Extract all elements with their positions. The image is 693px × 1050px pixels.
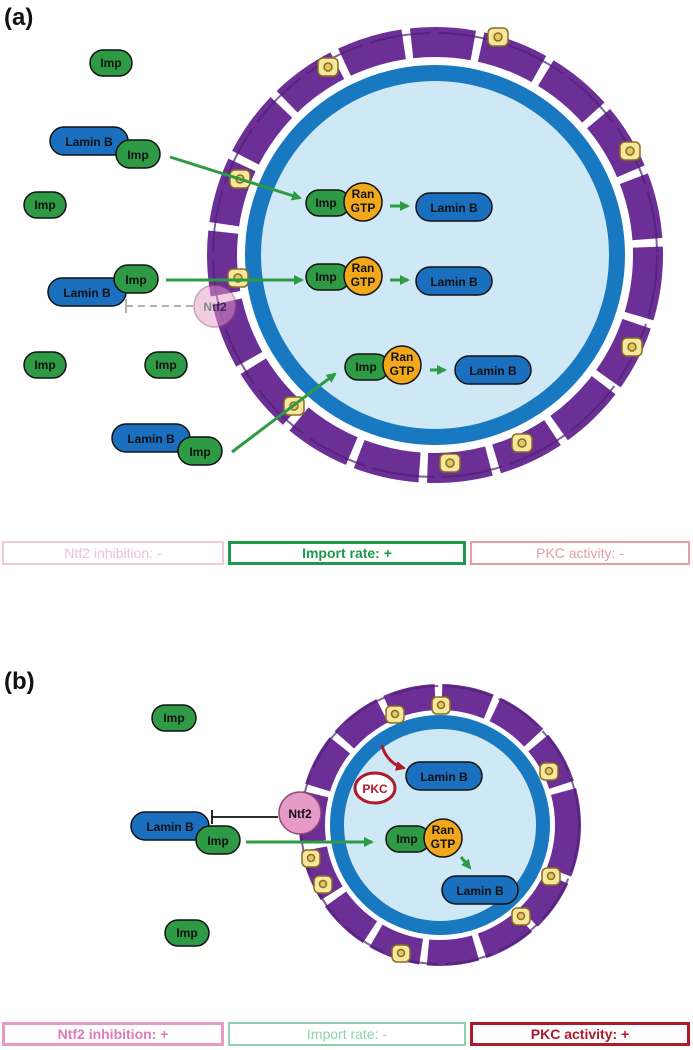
nuclear-pore: [317, 57, 339, 77]
nuclear-envelope-a: [207, 27, 663, 483]
nuclear-pores-a: [227, 27, 643, 473]
nuclear-pore: [511, 907, 531, 926]
ran-label: Ran: [352, 187, 375, 201]
ntf2-inhibition-status-a: Ntf2 inhibition: -: [2, 541, 224, 565]
gtp-label: GTP: [431, 837, 456, 851]
lamin-b: Lamin B: [415, 192, 493, 222]
nuclear-pore: [301, 849, 321, 868]
importin-label: Imp: [34, 198, 55, 212]
nuclear-pore: [313, 875, 333, 894]
nuclear-pore: [621, 337, 643, 357]
lamin-b: Lamin B: [405, 761, 483, 791]
lamin-b-importin-complex: Lamin B Imp: [111, 423, 223, 466]
importin: Imp: [144, 351, 188, 379]
import-arrow: [169, 155, 302, 201]
imp-ran-gtp-complex: Imp Ran GTP: [385, 818, 463, 858]
pkc-label: PKC: [362, 782, 388, 796]
panel-a-label: (a): [4, 4, 34, 31]
ntf2-faded: Ntf2: [193, 284, 237, 328]
lamin-b-label: Lamin B: [456, 884, 504, 898]
pkc-activity-status-b: PKC activity: +: [470, 1022, 690, 1046]
imp-ran-gtp-complex: Imp Ran GTP: [344, 345, 422, 385]
import-rate-status-a: Import rate: +: [228, 541, 466, 565]
nuclear-pore: [439, 453, 461, 473]
nuclear-pore: [385, 705, 405, 724]
ntf2: Ntf2: [278, 791, 322, 835]
lamin-b-importin-complex: Lamin B Imp: [47, 264, 159, 307]
nuclear-pore: [541, 867, 561, 886]
lamin-b-label: Lamin B: [65, 135, 113, 149]
nuclear-pore: [539, 762, 559, 781]
import-rate-status-b: Import rate: -: [228, 1022, 466, 1046]
lamin-b-label: Lamin B: [127, 432, 175, 446]
lamin-b-label: Lamin B: [430, 275, 478, 289]
panel-b-label: (b): [4, 668, 35, 695]
gtp-label: GTP: [351, 275, 376, 289]
gtp-label: GTP: [351, 201, 376, 215]
nuclear-pore: [227, 268, 249, 288]
nuclear-pore: [511, 433, 533, 453]
nuclear-pore: [487, 27, 509, 47]
importin: Imp: [151, 704, 197, 732]
importin-label: Imp: [155, 358, 176, 372]
pkc-arrow: [380, 744, 406, 771]
importin: Imp: [164, 919, 210, 947]
ran-label: Ran: [391, 350, 414, 364]
panel-b: Imp Imp Lamin B Imp Ntf2 PKC: [130, 684, 581, 966]
lamin-b-label: Lamin B: [469, 364, 517, 378]
lamin-b-label: Lamin B: [146, 820, 194, 834]
importin-label: Imp: [315, 270, 336, 284]
lamin-b: Lamin B: [454, 355, 532, 385]
panel-a: Imp Imp Imp Imp Lamin B Imp Lamin B Imp: [23, 27, 663, 483]
importin-label: Imp: [125, 273, 146, 287]
lamin-b: Lamin B: [441, 875, 519, 905]
ran-label: Ran: [432, 823, 455, 837]
importin-label: Imp: [355, 360, 376, 374]
importin-label: Imp: [163, 711, 184, 725]
release-arrow: [459, 856, 472, 870]
ran-label: Ran: [352, 261, 375, 275]
importin: Imp: [89, 49, 133, 77]
lamin-b: Lamin B: [415, 266, 493, 296]
importin-label: Imp: [34, 358, 55, 372]
pkc-activity-status-a: PKC activity: -: [470, 541, 690, 565]
nuclear-pore: [391, 944, 411, 963]
lamin-b-label: Lamin B: [420, 770, 468, 784]
import-arrows-a: [166, 155, 337, 454]
nuclear-pores-b: [301, 696, 561, 963]
ntf2-label: Ntf2: [288, 807, 312, 821]
gtp-label: GTP: [390, 364, 415, 378]
nuclear-pore: [619, 141, 641, 161]
importin-label: Imp: [100, 56, 121, 70]
imp-ran-gtp-complex: Imp Ran GTP: [305, 182, 383, 222]
import-arrow: [231, 372, 337, 454]
importin-label: Imp: [176, 926, 197, 940]
ntf2-inhibition-a: [125, 299, 196, 313]
importin-label: Imp: [189, 445, 210, 459]
nuclear-pore: [431, 696, 451, 715]
ntf2-label: Ntf2: [203, 300, 227, 314]
ntf2-inhibition-status-b: Ntf2 inhibition: +: [2, 1022, 224, 1046]
nucleoplasm-a: [261, 81, 609, 429]
importin-label: Imp: [315, 196, 336, 210]
lamin-b-importin-complex: Lamin B Imp: [49, 126, 161, 169]
lamin-b-importin-complex: Lamin B Imp: [130, 811, 241, 855]
importin: Imp: [23, 351, 67, 379]
importin: Imp: [23, 191, 67, 219]
imp-ran-gtp-complex: Imp Ran GTP: [305, 256, 383, 296]
importin-label: Imp: [396, 832, 417, 846]
lamin-b-label: Lamin B: [430, 201, 478, 215]
lamin-b-label: Lamin B: [63, 286, 111, 300]
ntf2-inhibition-b: [211, 810, 278, 824]
pkc: PKC: [353, 744, 406, 805]
importin-label: Imp: [127, 148, 148, 162]
importin-label: Imp: [207, 834, 228, 848]
